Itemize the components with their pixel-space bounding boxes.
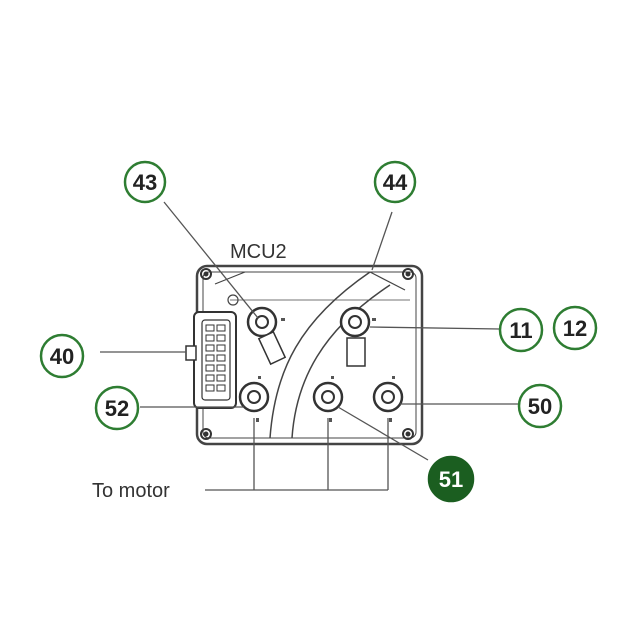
mounting-holes [200, 268, 414, 440]
callout-51: 51 [427, 455, 475, 503]
connector-40 [185, 311, 237, 409]
indicator-ring [227, 294, 239, 306]
unit-label: MCU2 [230, 241, 287, 263]
terminal-50 [372, 381, 404, 413]
motor-label: To motor [92, 480, 170, 502]
terminal-marks [256, 318, 395, 422]
svg-text:51: 51 [439, 467, 463, 492]
terminal-43 [246, 306, 287, 366]
svg-text:40: 40 [50, 344, 74, 369]
terminal-52 [238, 381, 270, 413]
svg-text:11: 11 [509, 318, 532, 343]
terminal-11 [339, 306, 371, 367]
callout-50: 50 [517, 383, 563, 429]
svg-text:44: 44 [383, 170, 408, 195]
svg-text:50: 50 [528, 394, 552, 419]
callout-52: 52 [94, 385, 140, 431]
leader-lines [100, 201, 518, 491]
svg-text:12: 12 [563, 316, 587, 341]
svg-text:43: 43 [133, 170, 157, 195]
terminal-51 [312, 381, 344, 413]
callout-43: 43 [123, 160, 167, 204]
svg-text:52: 52 [105, 396, 129, 421]
callout-44: 44 [373, 160, 417, 204]
callout-12: 12 [552, 305, 598, 351]
callout-11: 11 [498, 307, 544, 353]
callout-40: 40 [39, 333, 85, 379]
